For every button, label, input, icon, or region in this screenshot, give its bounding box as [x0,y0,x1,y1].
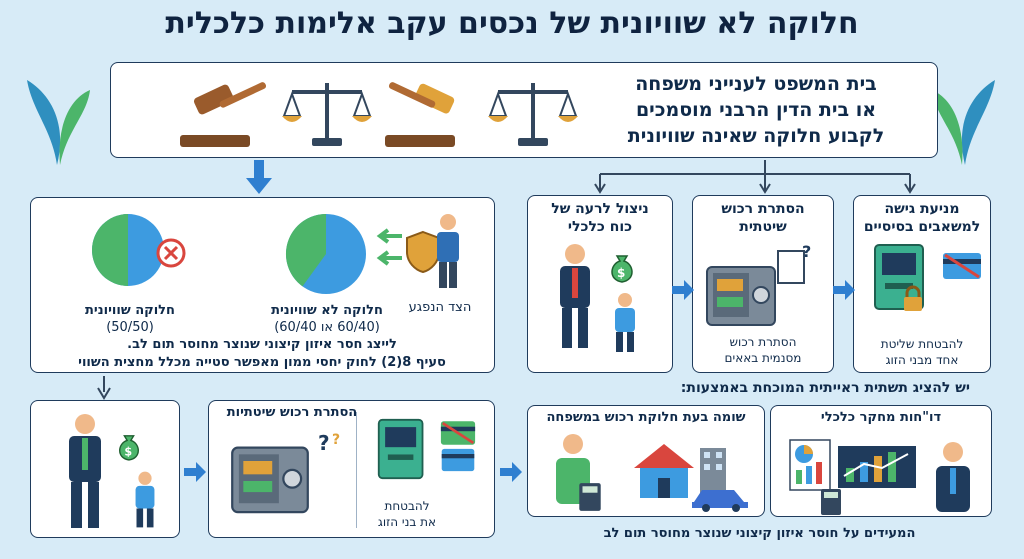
division-body-line-2: סעיף 8(2) לחוק יחסי ממון מאפשר סטייה מכל… [78,355,446,370]
arrow-right-icon [184,462,206,482]
svg-text:$: $ [124,445,132,458]
gavel-icon [385,82,455,147]
court-line-3: לקבוע חלוקה שאינה שוויונית [627,125,885,147]
svg-text:$: $ [617,266,625,280]
reason-hiding-title-1: הסתרת רכוש [721,201,805,217]
car-icon [692,490,748,512]
pie-unequal [285,213,366,294]
calculator-icon [579,483,601,511]
credit-card-icon [943,253,981,279]
person-icon [936,442,970,512]
person-icon [615,293,635,352]
page-title: חלוקה לא שוויונית של נכסים עקב אלימות כל… [165,6,859,41]
pie-equal-label: חלוקה שוויונית [85,303,175,318]
building-icon [700,448,726,496]
person-icon [135,471,155,528]
lock-icon [904,285,922,311]
arrow-down-icon [97,376,111,400]
reason-hiding-caption-1: הסתרת רכוש [729,335,797,349]
credit-card-icon [441,448,475,472]
evidence-appraisal-title: שומה בעת חלוקת רכוש במשפחה [546,410,746,425]
divider [356,412,357,528]
arrow-right-icon [672,280,694,300]
reason-access-title-2: למשאבים בסיסיים [863,219,981,235]
court-line-2: או בית הדין הרבני מוסמכים [635,99,877,121]
pie-equal [92,214,164,286]
bottom-abuse-panel [30,400,180,538]
document-icon: ? [777,242,811,284]
person-icon [437,214,459,288]
reason-card-abuse [527,195,673,373]
pie-unequal-ratio: (60/40 או 60/40) [274,320,380,335]
house-icon [634,444,694,498]
svg-text:?: ? [802,242,811,261]
svg-text:?: ? [332,432,340,448]
question-icon: ? ? [318,431,340,455]
chart-icon [789,439,831,491]
reason-hiding-title-2: שיטתית [739,219,787,235]
safe-icon [231,446,309,514]
branch-arrows [594,160,916,194]
protect-line-1: להבטחת [384,499,430,513]
scales-icon [282,83,372,146]
evidence-reports-title: דו"חות מחקר כלכלי [820,410,942,425]
hiding-label: הסתרת רכוש שיטתיות [226,405,358,420]
person-icon [69,414,101,528]
reason-abuse-title-1: ניצול לרעה של [551,201,649,217]
calculator-icon [821,489,841,515]
svg-text:?: ? [318,431,330,455]
chart-icon [838,446,916,488]
evidence-heading: יש להציג תשתית ראייתית המוכחת באמצעות: [680,380,970,396]
atm-icon [377,418,424,480]
scales-icon [488,83,578,146]
reason-abuse-title-2: כוח כלכלי [567,219,633,235]
atm-icon [874,244,924,310]
arrows-icon [376,228,402,266]
arrow-down-icon [246,160,272,194]
protect-line-2: את בני הזוג [377,515,437,529]
money-bag-icon: $ [119,435,139,461]
arrow-right-icon [833,280,855,300]
reason-hiding-caption-2: מסנמית באאים [724,351,802,365]
pie-equal-ratio: (50/50) [106,320,154,335]
division-body-line-1: לייצג חסר איזון קיצוני שנוצר מחוסר תום ל… [127,337,397,352]
evidence-footer: המעידים על חוסר איזון קיצוני שנוצר מחוסר… [603,526,916,541]
safe-icon [706,266,776,326]
credit-card-icon [440,421,476,445]
injured-party-label: הצד הנפגע [408,300,472,315]
person-icon [560,244,590,348]
reason-access-title-1: מניעת גישה [884,201,960,217]
arrow-right-icon [500,462,522,482]
gavel-icon [180,82,267,147]
leaf-right-icon [932,80,995,165]
cross-icon [156,238,186,268]
pie-unequal-label: חלוקה לא שוויונית [271,303,383,318]
money-bag-icon: $ [611,255,633,283]
reason-access-caption-2: אחד מבני הזוג [885,353,959,367]
leaf-left-icon [27,80,90,165]
reason-access-caption-1: להבטחת שליטת [880,337,964,351]
court-line-1: בית המשפט לענייני משפחה [635,73,877,95]
